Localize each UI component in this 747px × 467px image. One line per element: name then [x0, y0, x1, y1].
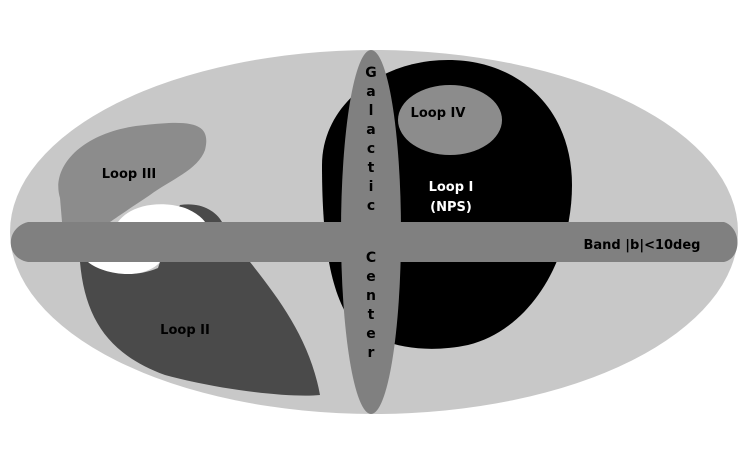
galactic-word-letter: t — [368, 160, 375, 176]
galactic-word-letter: a — [366, 84, 375, 100]
loop-i-nps-label: (NPS) — [430, 200, 472, 215]
galactic-center-strip — [341, 50, 401, 414]
band-label: Band |b|<10deg — [584, 238, 701, 253]
loop-ii-region — [80, 262, 320, 396]
loop-iii-label: Loop III — [102, 167, 157, 182]
white-hole-lower — [88, 262, 160, 275]
center-word-letter: t — [368, 307, 375, 323]
center-word-letter: e — [366, 326, 376, 342]
loop-iv-region — [398, 85, 502, 155]
center-word-letter: n — [366, 288, 376, 304]
white-hole — [118, 204, 205, 222]
galactic-word-letter: c — [367, 198, 375, 214]
center-word-letter: C — [366, 250, 376, 266]
galactic-word-letter: i — [369, 179, 374, 195]
center-word-letter: r — [368, 345, 375, 361]
galactic-word-letter: G — [365, 65, 377, 81]
loop-iv-label: Loop IV — [411, 106, 466, 121]
galactic-word-letter: a — [366, 122, 375, 138]
loop-ii-label: Loop II — [160, 323, 210, 338]
galactic-word-letter: c — [367, 141, 375, 157]
galactic-word-letter: l — [369, 103, 374, 119]
loop-i-label: Loop I — [429, 180, 474, 195]
loop-iii-region — [58, 122, 207, 222]
center-word-letter: e — [366, 269, 376, 285]
